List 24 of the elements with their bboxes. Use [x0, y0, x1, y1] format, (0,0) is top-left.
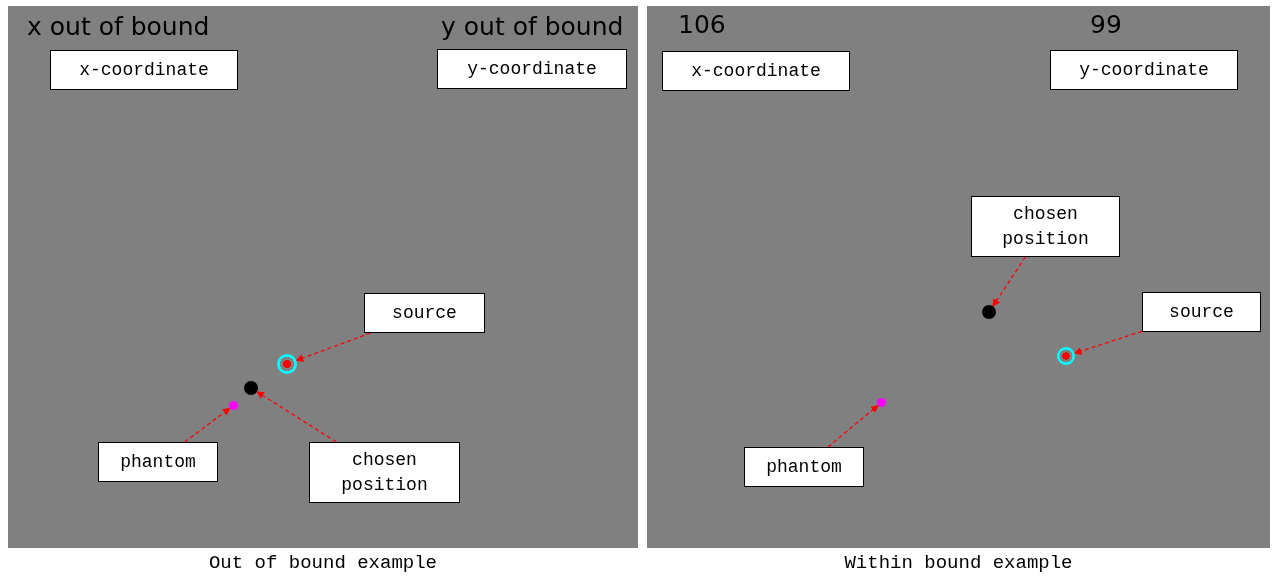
leader-arrow: [184, 407, 231, 443]
callout-label: phantom: [744, 447, 864, 487]
status-text: 106: [678, 10, 726, 39]
status-text: x out of bound: [27, 12, 210, 41]
coordinate-label: y-coordinate: [437, 49, 627, 89]
caption-text: Out of bound example: [207, 552, 438, 574]
callout-label: chosen position: [971, 196, 1120, 257]
phantom-dot: [877, 398, 886, 407]
status-text: 99: [1090, 10, 1122, 39]
caption-text: Within bound example: [843, 552, 1074, 574]
leader-arrow: [295, 332, 372, 362]
phantom-dot: [229, 401, 238, 410]
coordinate-label: x-coordinate: [662, 51, 850, 91]
status-text: y out of bound: [441, 12, 624, 41]
leader-arrow: [992, 256, 1026, 307]
coordinate-label: x-coordinate: [50, 50, 238, 90]
callout-label: source: [1142, 292, 1261, 332]
coordinate-label: y-coordinate: [1050, 50, 1238, 90]
callout-label: source: [364, 293, 485, 333]
callout-label: chosen position: [309, 442, 460, 503]
leader-arrow: [256, 391, 337, 443]
leader-arrow: [827, 404, 879, 448]
callout-label: phantom: [98, 442, 218, 482]
leader-arrow: [1073, 330, 1143, 355]
